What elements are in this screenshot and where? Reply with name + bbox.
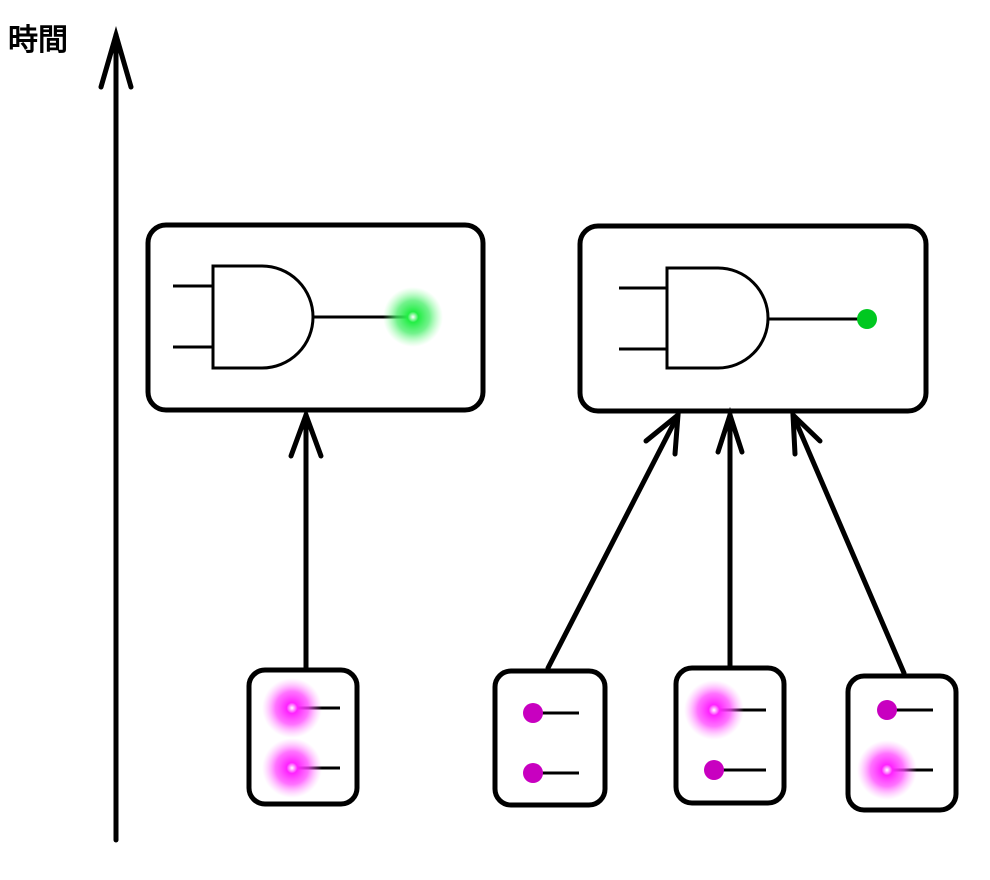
input-pin-glowing bbox=[262, 678, 322, 738]
input-module-1 bbox=[246, 667, 360, 807]
output-indicator-glowing bbox=[383, 287, 443, 347]
input-pin-glowing bbox=[262, 738, 322, 798]
input-pin-solid bbox=[523, 763, 543, 783]
arrowhead-icon bbox=[790, 408, 823, 457]
and-gate-icon bbox=[619, 266, 867, 370]
input-module-frame bbox=[492, 668, 608, 808]
gate-module-2 bbox=[577, 223, 929, 414]
arrowhead-icon bbox=[715, 406, 745, 455]
input-module-4 bbox=[845, 673, 959, 813]
arrow-input4-to-gate2 bbox=[790, 408, 907, 676]
input-pin-solid bbox=[877, 700, 897, 720]
time-axis-label: 時間 bbox=[8, 23, 68, 58]
input-pin-solid bbox=[523, 703, 543, 723]
input-module-3 bbox=[673, 665, 787, 806]
input-pin-glowing bbox=[857, 740, 917, 800]
arrow-input2-to-gate2 bbox=[545, 409, 681, 671]
input-module-2 bbox=[492, 668, 608, 808]
input-pin-glowing bbox=[684, 680, 744, 740]
gate-module-1 bbox=[145, 222, 486, 413]
arrowhead-icon bbox=[288, 407, 324, 459]
output-indicator-solid bbox=[857, 309, 877, 329]
time-axis-arrowhead-icon bbox=[98, 25, 134, 90]
arrowhead-icon bbox=[643, 409, 681, 457]
input-pin-solid bbox=[704, 760, 724, 780]
time-axis bbox=[98, 25, 134, 843]
arrow-input3-to-gate2 bbox=[715, 406, 745, 669]
arrow-input1-to-gate1 bbox=[288, 407, 324, 671]
